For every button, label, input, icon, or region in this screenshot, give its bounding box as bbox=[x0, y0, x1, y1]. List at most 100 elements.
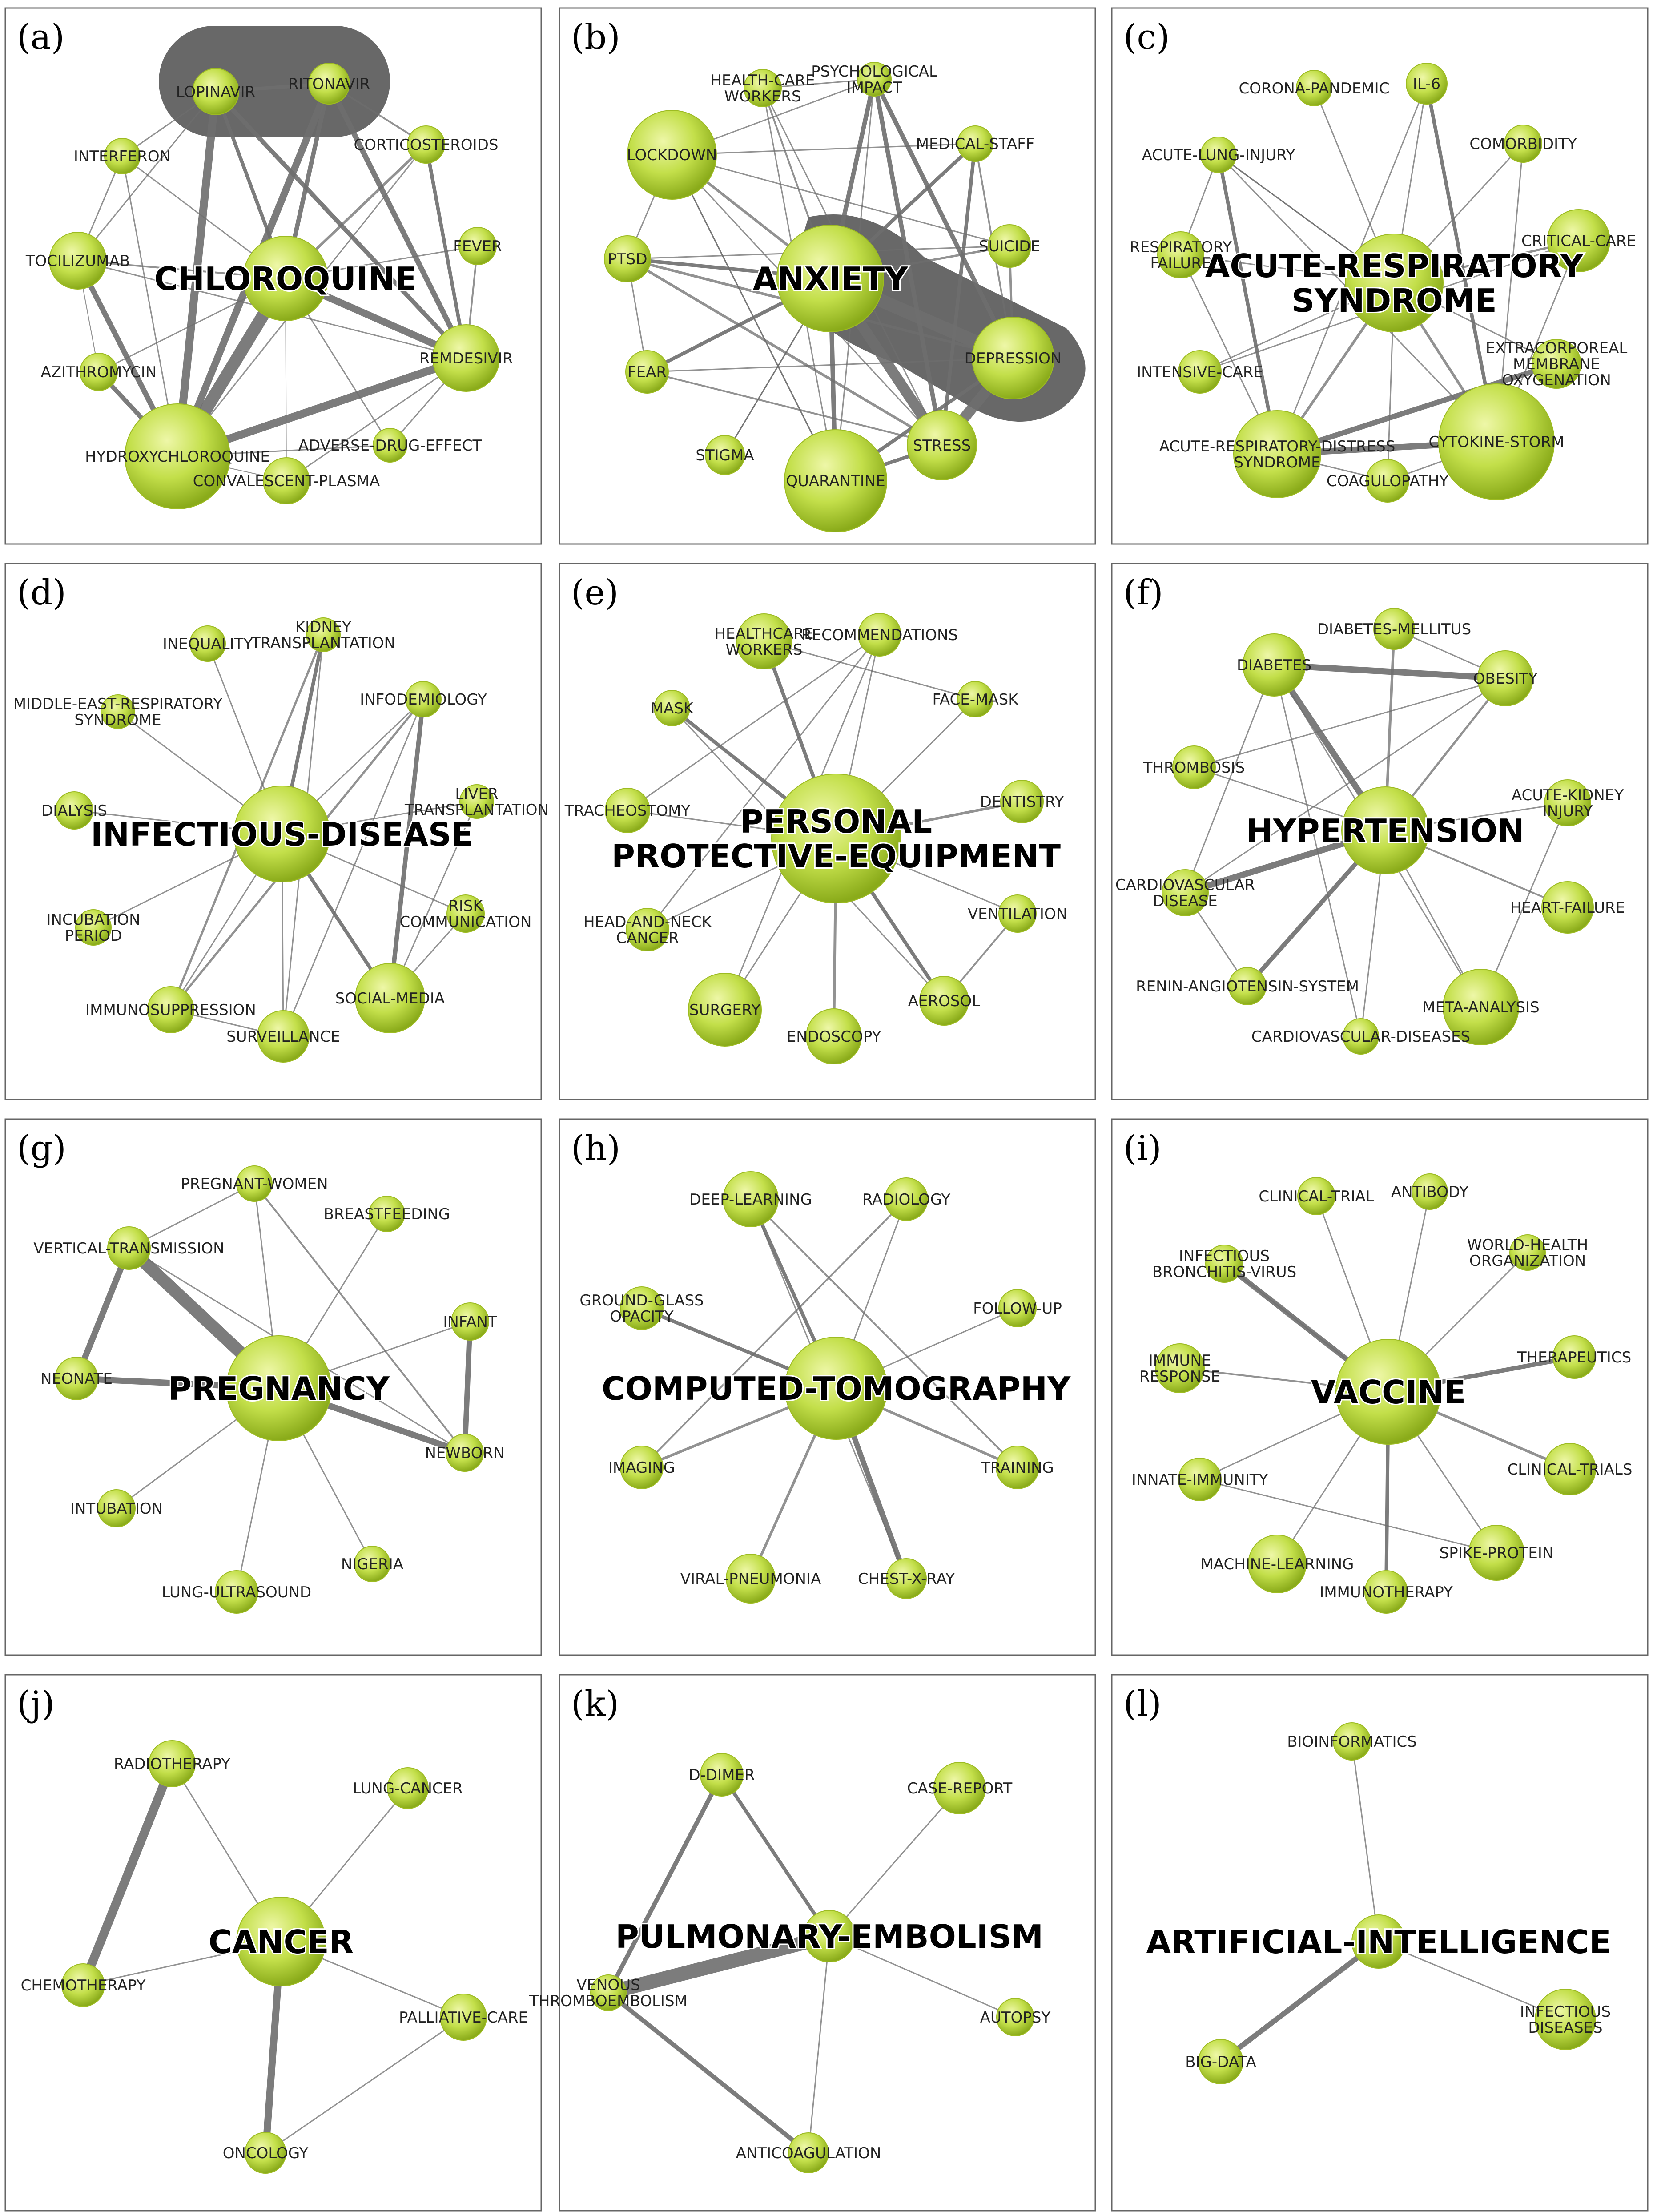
edge-vte-pe bbox=[601, 1929, 837, 2000]
keyword-label: WORLD-HEALTH bbox=[1467, 1236, 1588, 1254]
keyword-label: INJURY bbox=[1543, 802, 1593, 820]
node-thr bbox=[1172, 745, 1216, 789]
edge-info-sur bbox=[282, 698, 424, 1037]
keyword-label: REMDESIVIR bbox=[419, 350, 513, 367]
edge-pe-aut bbox=[829, 1935, 1016, 2018]
node-sui bbox=[988, 224, 1031, 268]
panel-g: PREGNANCYPREGNANT-WOMENBREASTFEEDINGVERT… bbox=[4, 1118, 542, 1656]
keyword-label: INTERFERON bbox=[74, 148, 171, 165]
keyword-label: DISEASES bbox=[1528, 2019, 1602, 2037]
node-ibv bbox=[1205, 1245, 1243, 1283]
node-trn bbox=[996, 1446, 1039, 1489]
keyword-label: FACE-MASK bbox=[932, 691, 1019, 709]
node-nb bbox=[446, 1434, 484, 1472]
keyword-label: ENDOSCOPY bbox=[787, 1028, 881, 1046]
keyword-label: THROMBOSIS bbox=[1143, 759, 1245, 777]
node-intu bbox=[97, 1489, 136, 1527]
node-ars bbox=[1345, 234, 1444, 332]
keyword-label: SURGERY bbox=[689, 1001, 760, 1019]
node-den bbox=[1000, 780, 1044, 823]
keyword-label: SYNDROME bbox=[1234, 454, 1320, 471]
panel-letter: (c) bbox=[1123, 17, 1170, 57]
keyword-label: IMPACT bbox=[847, 79, 902, 97]
node-vp bbox=[726, 1554, 776, 1604]
node-toc bbox=[49, 232, 107, 290]
node-str bbox=[907, 410, 977, 480]
edge-hyd-lop bbox=[173, 88, 220, 460]
node-aki bbox=[1544, 779, 1591, 826]
node-fear bbox=[625, 350, 669, 394]
center-keyword-label: PERSONAL bbox=[740, 803, 932, 840]
keyword-label: CLINICAL-TRIAL bbox=[1259, 1188, 1374, 1205]
keyword-label: WORKERS bbox=[726, 641, 803, 659]
edge-thr-obe bbox=[1193, 677, 1506, 768]
node-clts bbox=[1544, 1443, 1596, 1495]
keyword-label: RADIOLOGY bbox=[862, 1191, 951, 1209]
node-can bbox=[236, 1897, 326, 1986]
keyword-label: INFANT bbox=[443, 1313, 497, 1331]
keyword-label: BIG-DATA bbox=[1185, 2053, 1256, 2071]
keyword-label: SUICIDE bbox=[979, 238, 1040, 255]
keyword-label: THERAPEUTICS bbox=[1517, 1349, 1631, 1366]
node-sm bbox=[355, 963, 425, 1033]
keyword-label: MEDICAL-STAFF bbox=[916, 135, 1035, 153]
keyword-label: COMMUNICATION bbox=[400, 913, 532, 931]
keyword-label: BREASTFEEDING bbox=[324, 1205, 450, 1223]
node-aer bbox=[919, 976, 969, 1026]
node-cvd bbox=[1162, 869, 1209, 916]
node-rem bbox=[432, 324, 500, 392]
keyword-label: MACHINE-LEARNING bbox=[1200, 1555, 1354, 1573]
edge-str-psy bbox=[872, 77, 944, 447]
keyword-label: LUNG-CANCER bbox=[353, 1780, 463, 1797]
keyword-label: HEART-FAILURE bbox=[1510, 899, 1625, 917]
edge-str-med bbox=[940, 142, 977, 447]
node-ptsd bbox=[604, 235, 651, 282]
edge-sm-lt bbox=[389, 801, 478, 999]
node-rad bbox=[885, 1177, 928, 1221]
keyword-label: NIGERIA bbox=[341, 1555, 403, 1573]
edge-fear-dep bbox=[646, 357, 1014, 373]
keyword-label: TRANSPLANTATION bbox=[251, 634, 395, 652]
keyword-label: OPACITY bbox=[610, 1308, 673, 1326]
keyword-label: HEAD-AND-NECK bbox=[583, 913, 712, 931]
keyword-label: STRESS bbox=[913, 437, 971, 455]
center-keyword-label: PULMONARY-EMBOLISM bbox=[615, 1918, 1043, 1955]
node-cs bbox=[1438, 383, 1555, 500]
edge-rad-img bbox=[641, 1198, 907, 1468]
keyword-label: BRONCHITIS-VIRUS bbox=[1152, 1263, 1297, 1281]
keyword-label: DENTISTRY bbox=[980, 793, 1064, 811]
edge-vte-acg bbox=[606, 1990, 811, 2155]
node-dia bbox=[55, 791, 93, 830]
node-chemo bbox=[61, 1963, 105, 2007]
node-neo bbox=[55, 1357, 98, 1400]
node-cvds bbox=[1343, 1018, 1379, 1055]
keyword-label: CORONA-PANDEMIC bbox=[1239, 80, 1390, 97]
keyword-label: ONCOLOGY bbox=[223, 2144, 309, 2162]
keyword-label: LOPINAVIR bbox=[176, 83, 255, 101]
node-ven bbox=[998, 894, 1037, 933]
keyword-label: HYDROXYCHLOROQUINE bbox=[85, 448, 270, 466]
edge-vt-neo bbox=[73, 1245, 132, 1382]
node-cxr bbox=[886, 1558, 927, 1599]
edge-inf-nb bbox=[462, 1319, 473, 1455]
node-mask bbox=[654, 690, 690, 726]
keyword-label: IMAGING bbox=[608, 1459, 675, 1477]
node-hyp bbox=[1341, 786, 1429, 874]
panel-letter: (a) bbox=[17, 17, 64, 57]
node-dm bbox=[1373, 608, 1415, 650]
keyword-label: TRAINING bbox=[981, 1459, 1054, 1477]
keyword-label: AUTOPSY bbox=[980, 2009, 1051, 2027]
node-vac bbox=[1335, 1339, 1441, 1445]
keyword-label: SYNDROME bbox=[74, 711, 161, 729]
node-id2 bbox=[1535, 1989, 1596, 2050]
node-sp bbox=[1468, 1525, 1524, 1581]
edge-onc-pal bbox=[265, 2016, 464, 2154]
node-aut bbox=[996, 1998, 1034, 2036]
keyword-label: VERTICAL-TRANSMISSION bbox=[33, 1240, 224, 1257]
keyword-label: INTENSIVE-CARE bbox=[1137, 363, 1263, 381]
keyword-label: CONVALESCENT-PLASMA bbox=[193, 472, 380, 490]
edge-ai-bio bbox=[1351, 1741, 1380, 1942]
node-ecmo bbox=[1532, 339, 1581, 389]
